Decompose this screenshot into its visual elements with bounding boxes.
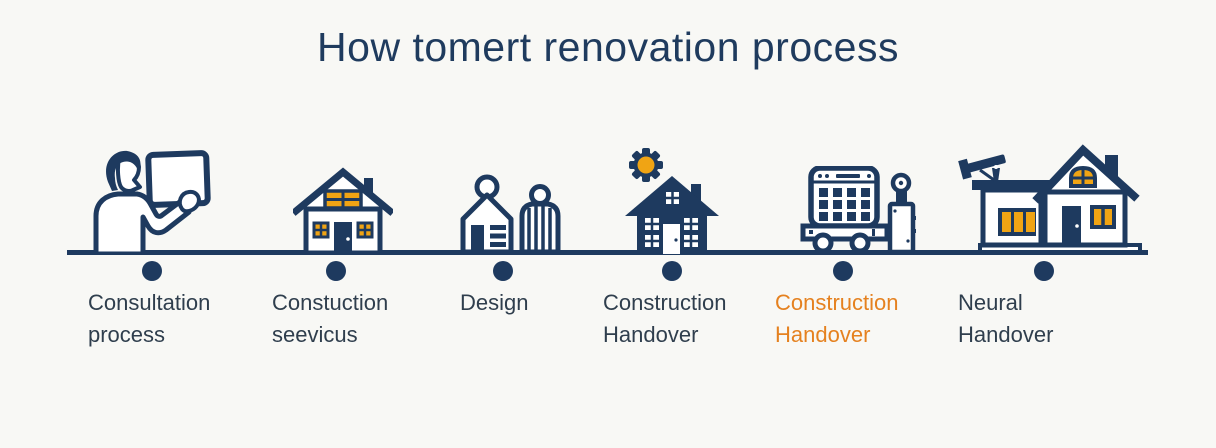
page-title: How tomert renovation process: [317, 24, 899, 70]
timeline-dot: [142, 261, 162, 281]
timeline-dot: [1034, 261, 1054, 281]
house-gear-icon: [625, 148, 719, 254]
timeline-dot: [493, 261, 513, 281]
step-label-line2: Handover: [958, 322, 1054, 347]
gear-icon: [629, 148, 663, 182]
step-label-line1: Construction: [775, 290, 899, 315]
timeline-dot: [662, 261, 682, 281]
step-label-line1: Construction: [603, 290, 727, 315]
step-label-line1: Constuction: [272, 290, 389, 315]
step-label: Constuction seevicus: [272, 287, 388, 351]
timeline-dot: [833, 261, 853, 281]
step-label-highlighted: Construction Handover: [775, 287, 899, 351]
timeline-dot: [326, 261, 346, 281]
step-label: Neural Handover: [958, 287, 1053, 351]
step-label: Design: [460, 287, 528, 319]
timeline-line: [67, 250, 1148, 255]
design-structures-icon: [460, 174, 561, 254]
step-label-line2: Handover: [775, 322, 871, 347]
step-label-line2: seevicus: [272, 322, 358, 347]
house-telescope-icon: [958, 144, 1142, 254]
house-outline-icon: [293, 167, 393, 254]
step-label-line1: Neural: [958, 290, 1023, 315]
construction-machine-icon: [800, 166, 916, 254]
step-label-line1: Consultation: [88, 290, 211, 315]
step-label: Construction Handover: [603, 287, 727, 351]
step-label-line2: process: [88, 322, 166, 347]
telescope-icon: [958, 154, 1006, 182]
step-label-line1: Design: [460, 290, 529, 315]
consultation-person-icon: [93, 150, 211, 254]
step-label-line2: Handover: [603, 322, 699, 347]
step-label: Consultation process: [88, 287, 210, 351]
